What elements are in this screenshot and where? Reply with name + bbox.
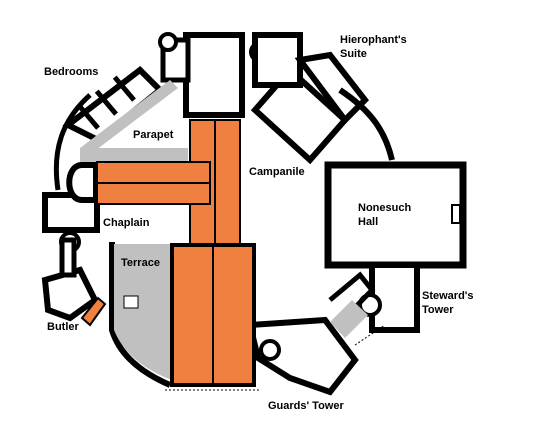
label-terrace: Terrace xyxy=(121,257,160,269)
terrace-steps xyxy=(123,295,139,309)
chapel-apse xyxy=(66,162,99,203)
terrace-area xyxy=(114,244,172,380)
label-chaplain: Chaplain xyxy=(103,217,150,229)
label-bedrooms: Bedrooms xyxy=(44,66,99,78)
guards-tower xyxy=(246,316,359,396)
label-hierophant-line1: Hierophant's xyxy=(340,34,407,46)
east-curved-wall xyxy=(338,87,395,161)
guards-corridor xyxy=(328,271,376,320)
hall-dais xyxy=(451,204,461,224)
label-campanile: Campanile xyxy=(249,166,305,178)
label-nonesuch-line2: Hall xyxy=(358,216,379,228)
terrace-wall xyxy=(109,242,172,388)
walls xyxy=(41,32,467,396)
stair-north-1 xyxy=(158,32,178,52)
roofs xyxy=(80,119,256,387)
butler-roof xyxy=(80,296,107,327)
label-parapet: Parapet xyxy=(133,129,174,141)
butler-corridor xyxy=(59,237,77,278)
parapet-walk xyxy=(80,148,188,162)
label-steward-line1: Steward's xyxy=(422,290,474,302)
north-tower xyxy=(183,32,245,118)
label-guards-tower: Guards' Tower xyxy=(268,400,344,412)
label-hierophant-line2: Suite xyxy=(340,48,367,60)
outer-west-wall xyxy=(53,93,92,191)
hierophant-tower xyxy=(252,32,303,88)
corridor-grey xyxy=(330,300,368,338)
parapet-strip xyxy=(80,80,178,150)
stair-guards xyxy=(259,339,281,361)
hierophant-east-room xyxy=(294,51,369,125)
bedroom-wall-2 xyxy=(94,89,118,116)
hierophant-suite-block xyxy=(250,65,350,165)
bedroom-wall-3 xyxy=(112,75,136,102)
label-steward-line2: Tower xyxy=(422,304,454,316)
label-nonesuch-line1: Nonesuch xyxy=(358,202,412,214)
nonesuch-hall xyxy=(324,161,467,269)
label-butler: Butler xyxy=(47,321,79,333)
bedroom-wall-1 xyxy=(76,103,100,130)
